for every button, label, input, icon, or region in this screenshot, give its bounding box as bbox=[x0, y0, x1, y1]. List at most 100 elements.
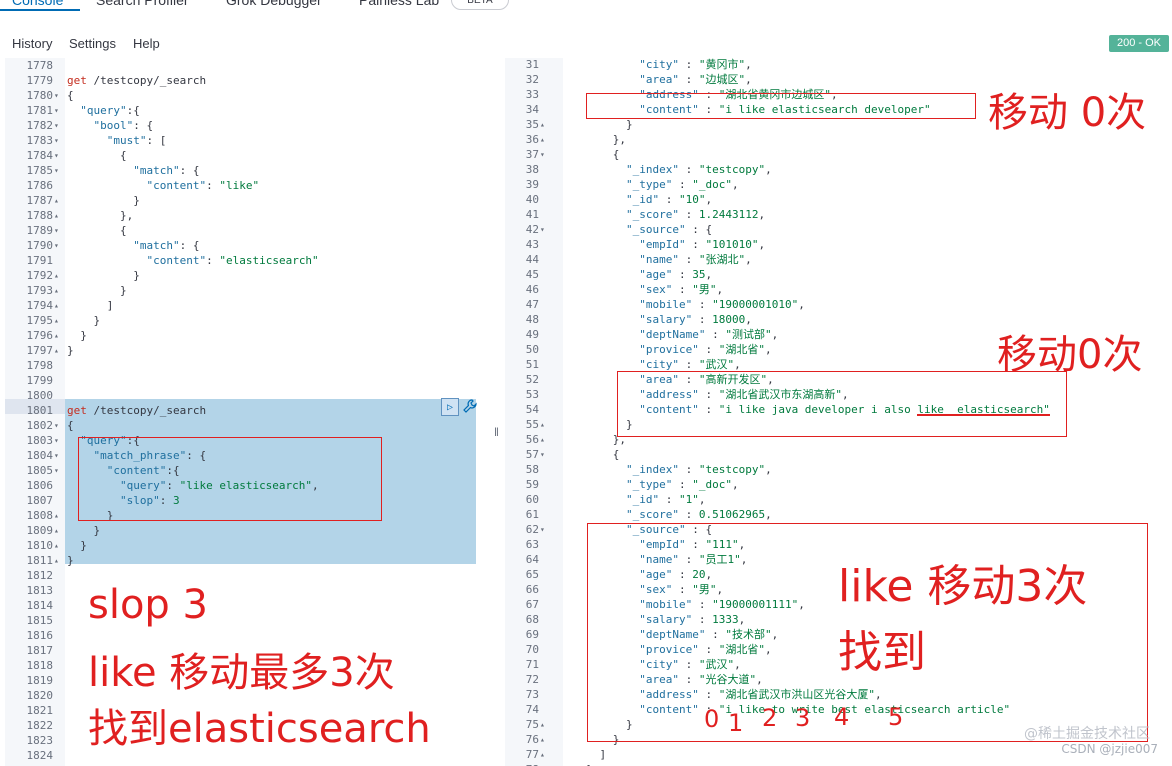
line-number: 62 bbox=[525, 523, 539, 536]
line-number: 54 bbox=[525, 403, 539, 416]
fold-open-icon[interactable]: ▾ bbox=[540, 450, 545, 459]
line-number: 1799 bbox=[26, 374, 54, 387]
code-text: "query": "like elasticsearch", bbox=[119, 479, 319, 492]
fold-open-icon[interactable]: ▾ bbox=[54, 436, 59, 445]
fold-close-icon[interactable]: ▴ bbox=[540, 720, 545, 729]
code-text: "match": { bbox=[133, 164, 200, 177]
fold-close-icon[interactable]: ▴ bbox=[540, 135, 545, 144]
fold-close-icon[interactable]: ▴ bbox=[54, 301, 59, 310]
code-text: "_score" : 1.2443112, bbox=[625, 208, 766, 221]
code-text: { bbox=[67, 149, 127, 162]
line-number: 1779 bbox=[26, 74, 54, 87]
annotation-box-doc2 bbox=[617, 371, 1067, 437]
tab-console[interactable]: Console bbox=[12, 0, 64, 8]
history-menu[interactable]: History bbox=[12, 36, 53, 51]
line-number: 1806 bbox=[26, 479, 54, 492]
line-number: 40 bbox=[525, 193, 539, 206]
code-text: } bbox=[67, 554, 74, 567]
request-selection bbox=[65, 399, 476, 564]
tab-search-profiler[interactable]: Search Profiler bbox=[96, 0, 189, 8]
line-number: 64 bbox=[525, 553, 539, 566]
line-number: 34 bbox=[525, 103, 539, 116]
code-text: "_index" : "testcopy", bbox=[625, 163, 772, 176]
fold-open-icon[interactable]: ▾ bbox=[54, 241, 59, 250]
fold-open-icon[interactable]: ▾ bbox=[540, 525, 545, 534]
wrench-icon[interactable] bbox=[463, 399, 479, 415]
fold-close-icon[interactable]: ▴ bbox=[54, 196, 59, 205]
fold-open-icon[interactable]: ▾ bbox=[54, 166, 59, 175]
fold-close-icon[interactable]: ▴ bbox=[54, 211, 59, 220]
code-text: "salary" : 18000, bbox=[639, 313, 752, 326]
annotation-position-1: 1 bbox=[728, 709, 744, 737]
line-number: 61 bbox=[525, 508, 539, 521]
fold-close-icon[interactable]: ▴ bbox=[540, 120, 545, 129]
annotation-move3-line2: 找到 bbox=[838, 627, 926, 678]
line-number: 1822 bbox=[26, 719, 54, 732]
line-number: 72 bbox=[525, 673, 539, 686]
fold-open-icon[interactable]: ▾ bbox=[54, 106, 59, 115]
fold-close-icon[interactable]: ▴ bbox=[54, 286, 59, 295]
code-text: } bbox=[573, 733, 620, 746]
code-text: get /testcopy/_search bbox=[67, 404, 207, 417]
code-text: "mobile" : "19000001111", bbox=[639, 598, 805, 611]
fold-close-icon[interactable]: ▴ bbox=[54, 511, 59, 520]
line-number: 56 bbox=[525, 433, 539, 446]
fold-open-icon[interactable]: ▾ bbox=[54, 466, 59, 475]
code-text: ] bbox=[67, 299, 114, 312]
code-text: "must": [ bbox=[106, 134, 167, 147]
pane-resizer-handle[interactable]: ‖ bbox=[494, 425, 499, 439]
fold-open-icon[interactable]: ▾ bbox=[54, 151, 59, 160]
fold-open-icon[interactable]: ▾ bbox=[54, 136, 59, 145]
fold-open-icon[interactable]: ▾ bbox=[540, 150, 545, 159]
fold-close-icon[interactable]: ▴ bbox=[540, 735, 545, 744]
fold-close-icon[interactable]: ▴ bbox=[54, 526, 59, 535]
code-text: }, bbox=[573, 133, 626, 146]
settings-menu[interactable]: Settings bbox=[69, 36, 116, 51]
fold-open-icon[interactable]: ▾ bbox=[54, 226, 59, 235]
code-text: { bbox=[67, 224, 127, 237]
line-number: 1802 bbox=[26, 419, 54, 432]
line-number: 1796 bbox=[26, 329, 54, 342]
fold-close-icon[interactable]: ▴ bbox=[54, 331, 59, 340]
line-number: 1821 bbox=[26, 704, 54, 717]
fold-open-icon[interactable]: ▾ bbox=[54, 121, 59, 130]
fold-close-icon[interactable]: ▴ bbox=[540, 435, 545, 444]
line-number: 36 bbox=[525, 133, 539, 146]
fold-close-icon[interactable]: ▴ bbox=[540, 762, 545, 766]
fold-close-icon[interactable]: ▴ bbox=[54, 541, 59, 550]
code-text: "_index" : "testcopy", bbox=[625, 463, 772, 476]
fold-open-icon[interactable]: ▾ bbox=[540, 225, 545, 234]
code-text: } bbox=[573, 118, 633, 131]
help-menu[interactable]: Help bbox=[133, 36, 160, 51]
code-text: "match": { bbox=[133, 239, 200, 252]
fold-close-icon[interactable]: ▴ bbox=[54, 556, 59, 565]
fold-close-icon[interactable]: ▴ bbox=[54, 346, 59, 355]
line-number: 44 bbox=[525, 253, 539, 266]
tab-painless-lab[interactable]: Painless Lab bbox=[359, 0, 440, 8]
code-text: } bbox=[67, 269, 140, 282]
fold-open-icon[interactable]: ▾ bbox=[54, 91, 59, 100]
fold-close-icon[interactable]: ▴ bbox=[540, 750, 545, 759]
code-text: "slop": 3 bbox=[119, 494, 180, 507]
line-number: 1788 bbox=[26, 209, 54, 222]
code-text: } bbox=[573, 762, 593, 766]
annotation-move0-first: 移动 0次 bbox=[988, 90, 1147, 136]
line-number: 1814 bbox=[26, 599, 54, 612]
annotation-position-4: 4 bbox=[834, 703, 850, 731]
fold-close-icon[interactable]: ▴ bbox=[54, 316, 59, 325]
line-number: 68 bbox=[525, 613, 539, 626]
code-text: } bbox=[67, 194, 140, 207]
fold-close-icon[interactable]: ▴ bbox=[54, 271, 59, 280]
fold-open-icon[interactable]: ▾ bbox=[54, 421, 59, 430]
code-text: "_type" : "_doc", bbox=[625, 178, 739, 191]
beta-badge: BETA bbox=[451, 0, 509, 10]
fold-close-icon[interactable]: ▴ bbox=[540, 420, 545, 429]
play-icon[interactable]: ▷ bbox=[441, 398, 459, 416]
tab-grok-debugger[interactable]: Grok Debugger bbox=[226, 0, 322, 8]
fold-open-icon[interactable]: ▾ bbox=[54, 451, 59, 460]
line-number: 1807 bbox=[26, 494, 54, 507]
code-text: get /testcopy/_search bbox=[67, 74, 207, 87]
line-number: 59 bbox=[525, 478, 539, 491]
code-text: "salary" : 1333, bbox=[639, 613, 746, 626]
